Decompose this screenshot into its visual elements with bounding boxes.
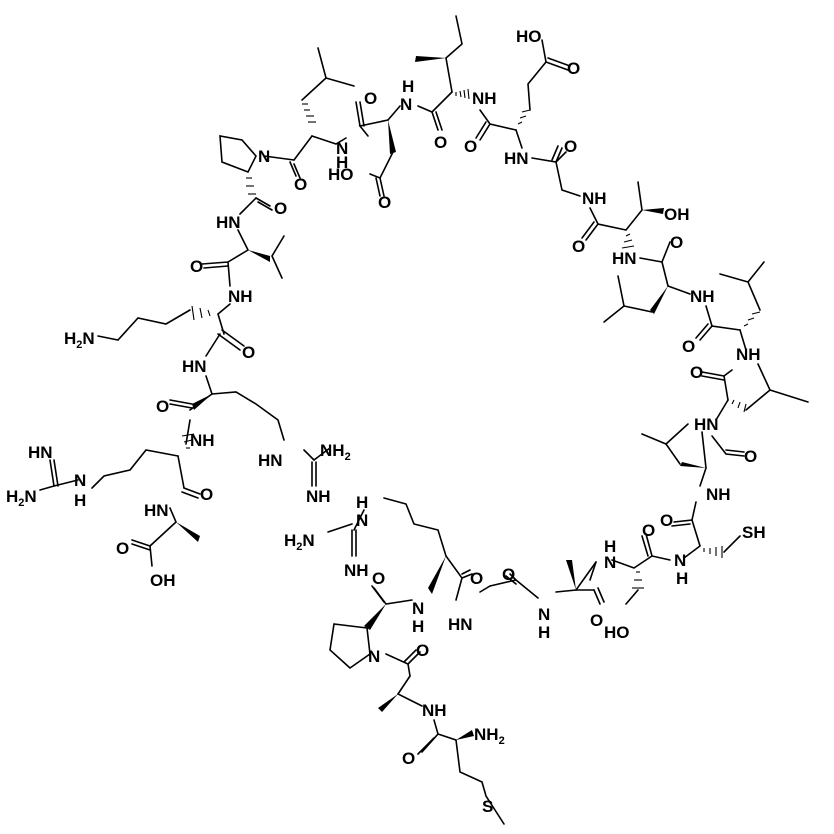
- label-leu5-carbonyl-o: O: [744, 447, 757, 466]
- label-asp-side-ho: HO: [328, 165, 354, 184]
- label-arg3-imine-nh: NH: [344, 561, 369, 580]
- label-leu3-carbonyl-o: O: [682, 337, 695, 356]
- label-arg2-carbonyl-o: O: [200, 485, 213, 504]
- label-arg1-nh2: NH2: [320, 441, 351, 463]
- label-leu-carbonyl-o: O: [294, 175, 307, 194]
- label-thr-nh: NH: [582, 189, 607, 208]
- label-asp-carbonyl-o: O: [364, 89, 377, 108]
- label-leu3-nh: NH: [736, 345, 761, 364]
- label-glu-backbone-o: O: [464, 137, 477, 156]
- label-asp-amide-n: N: [400, 95, 412, 114]
- label-arg2-amine: H2N: [6, 487, 37, 509]
- label-ser-amide-n: N: [604, 553, 616, 572]
- label-ala-hn: HN: [144, 501, 169, 520]
- label-lys-nh: NH: [228, 287, 253, 306]
- label-asp-side-o: O: [378, 193, 391, 212]
- label-ala3-nh: NH: [422, 701, 447, 720]
- label-ala2-amide-h: H: [538, 623, 550, 642]
- label-leu4-carbonyl-o: O: [690, 363, 703, 382]
- label-met-amine: NH2: [474, 725, 505, 747]
- label-asp-amide-h: H: [402, 77, 414, 96]
- label-met-carbonyl-o: O: [402, 749, 415, 768]
- label-leu2-nh: NH: [690, 287, 715, 306]
- label-leu5-nh: NH: [706, 485, 731, 504]
- label-cys-carbonyl-o: O: [660, 511, 673, 530]
- label-arg2-side-h: H: [74, 491, 86, 510]
- label-lys-amine: H2N: [64, 329, 95, 351]
- label-ser-hydroxyl: HO: [604, 623, 630, 642]
- label-glu-hn: HN: [504, 149, 529, 168]
- label-arg3-amide-n: N: [412, 599, 424, 618]
- label-arg1-imine-nh: NH: [306, 487, 331, 506]
- label-leu4-hn: HN: [694, 415, 719, 434]
- label-arg3-carbonyl-o: O: [470, 569, 483, 588]
- label-lys-carbonyl-o: O: [242, 343, 255, 362]
- label-val-hn: HN: [216, 213, 241, 232]
- label-ile-carbonyl-o: O: [434, 133, 447, 152]
- label-pro2-carbonyl-o: O: [372, 569, 385, 588]
- atom-labels: HO O NH H N O O HN O O N H HO O N O O HN…: [6, 27, 766, 816]
- label-gly2-hn: HN: [448, 615, 473, 634]
- label-arg3-side-n: N: [356, 511, 368, 530]
- label-ala2-amide-n: N: [538, 605, 550, 624]
- label-ser-carbonyl-o: O: [642, 521, 655, 540]
- label-leu-amide-h: H: [336, 153, 348, 172]
- label-ala2-carbonyl-o: O: [590, 611, 603, 630]
- label-val-carbonyl-o: O: [190, 257, 203, 276]
- label-cys-thiol: SH: [742, 523, 766, 542]
- label-thr-carbonyl-o: O: [572, 237, 585, 256]
- label-ala-hydroxyl: OH: [150, 571, 176, 590]
- label-gly2-carbonyl-o: O: [502, 565, 515, 584]
- label-ser-amide-h: H: [604, 537, 616, 556]
- label-glu-hydroxyl: HO: [516, 27, 542, 46]
- label-arg3-side-h: H: [356, 493, 368, 512]
- label-arg1-carbonyl-o: O: [156, 397, 169, 416]
- label-arg3-amide-h: H: [412, 617, 424, 636]
- label-arg3-amine: H2N: [284, 531, 315, 553]
- label-arg1-hn: HN: [182, 357, 207, 376]
- label-thr-hydroxyl: OH: [664, 205, 690, 224]
- label-pro2-ring-n: N: [368, 647, 380, 666]
- label-pro-carbonyl-o: O: [274, 199, 287, 218]
- label-arg2-side-n: N: [74, 471, 86, 490]
- label-leu-amide-n: N: [336, 139, 348, 158]
- bond-skeleton: [39, 15, 809, 825]
- label-thr-hn: HN: [612, 249, 637, 268]
- label-pro-ring-n: N: [258, 147, 270, 166]
- label-met-sulfur: S: [482, 797, 493, 816]
- label-arg1-side-hn: HN: [258, 451, 283, 470]
- label-arg2-nh: NH: [190, 431, 215, 450]
- label-ile-nh: NH: [472, 89, 497, 108]
- label-arg2-imine-hn: HN: [28, 443, 53, 462]
- label-ala-carbonyl-o: O: [116, 539, 129, 558]
- label-leu2-carbonyl-o: O: [670, 233, 683, 252]
- label-glu-carbonyl-o: O: [567, 59, 580, 78]
- label-ala3-carbonyl-o: O: [416, 641, 429, 660]
- label-cys-amide-n: N: [674, 551, 686, 570]
- label-cys-amide-h: H: [676, 569, 688, 588]
- label-gly-carbonyl-o: O: [564, 137, 577, 156]
